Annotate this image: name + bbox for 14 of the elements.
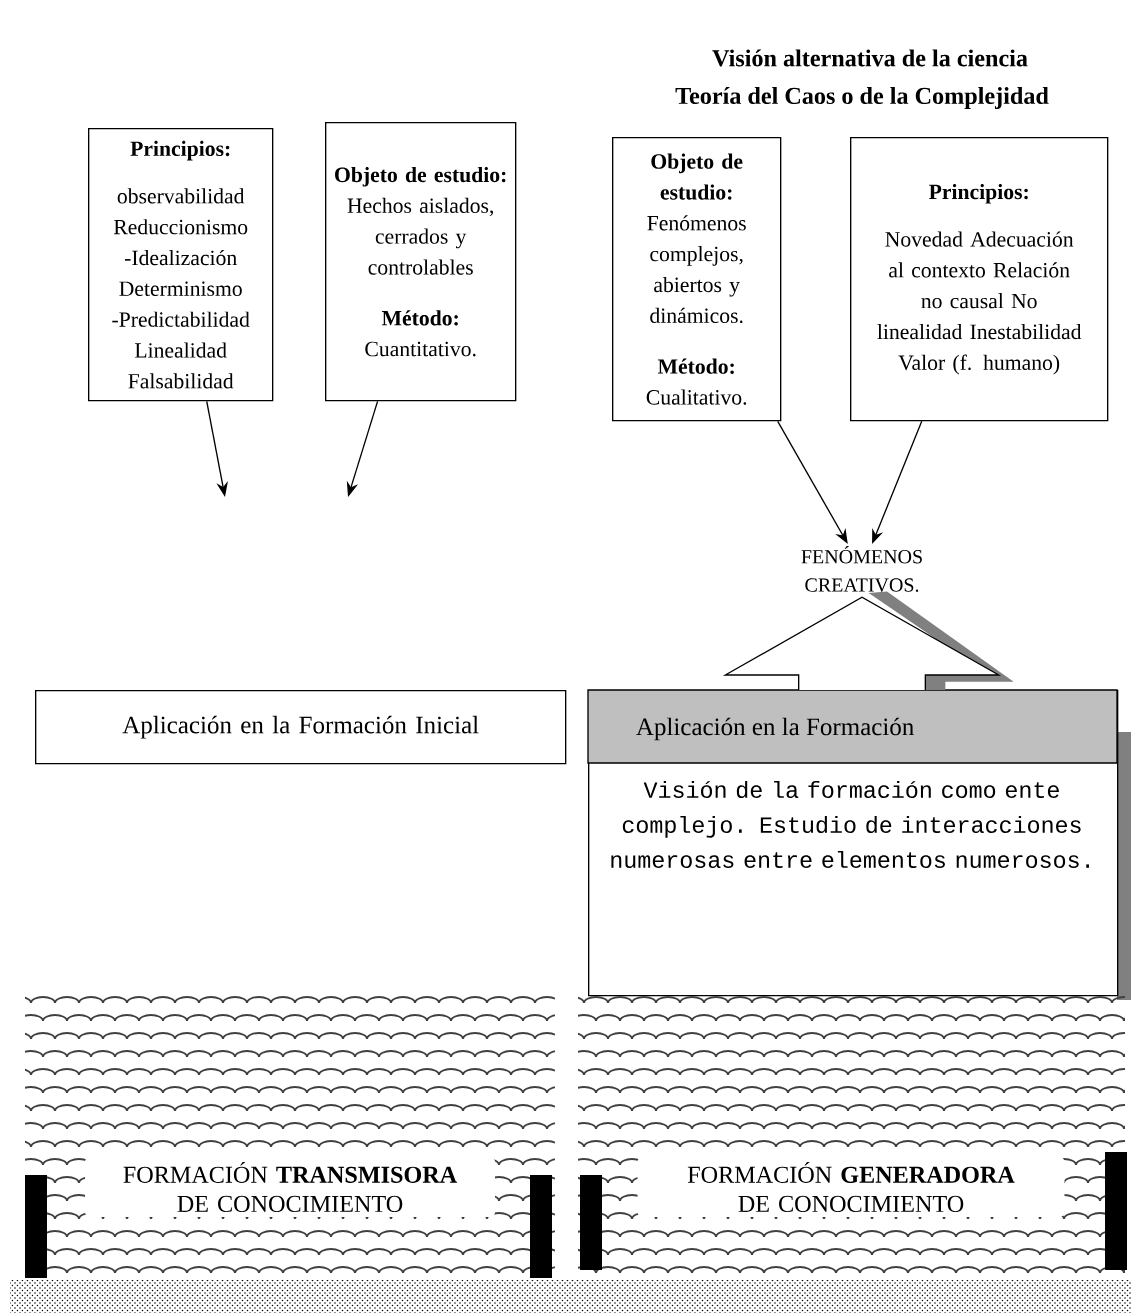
node-label: FORMACIÓN GENERADORA DE CONOCIMIENTO: [687, 1161, 1015, 1213]
node-label: FORMACIÓN TRANSMISORA DE CONOCIMIENTO: [123, 1161, 457, 1213]
patterned-panel: FORMACIÓN TRANSMISORA DE CONOCIMIENTO: [25, 996, 555, 1278]
text-box: Aplicación en la Formación Inicial: [35, 690, 567, 765]
patterned-panel: FORMACIÓN GENERADORA DE CONOCIMIENTO: [578, 996, 1127, 1274]
concept-box: Objeto de estudio: Fenómenos complejos, abiertos y dinámicos. Método: Cualitativo.: [612, 137, 782, 422]
subtitle: Teoría del Caos o de la Complejidad: [675, 87, 1049, 109]
block-arrow: [722, 591, 1014, 691]
concept-box: Principios: observabilidad Reduccionismo -Idealización Determinismo -Predictabilidad Linealidad Falsabilidad: [88, 128, 274, 402]
concept-box: Principios: Novedad Adecuación al contexto Relación no causal No linealidad Inestabilidad Valor (f. humano): [850, 137, 1109, 422]
node-label: FENÓMENOS CREATIVOS.: [801, 546, 922, 592]
header-box: Aplicación en la Formación Visión de la formación como ente complejo. Estudio de interacciones numerosas entre elementos numerosos.: [587, 689, 1131, 1000]
title: Visión alternativa de la ciencia: [712, 49, 1028, 67]
concept-box: Objeto de estudio: Hechos aislados, cerrados y controlables Método: Cuantitativo.: [325, 122, 517, 402]
